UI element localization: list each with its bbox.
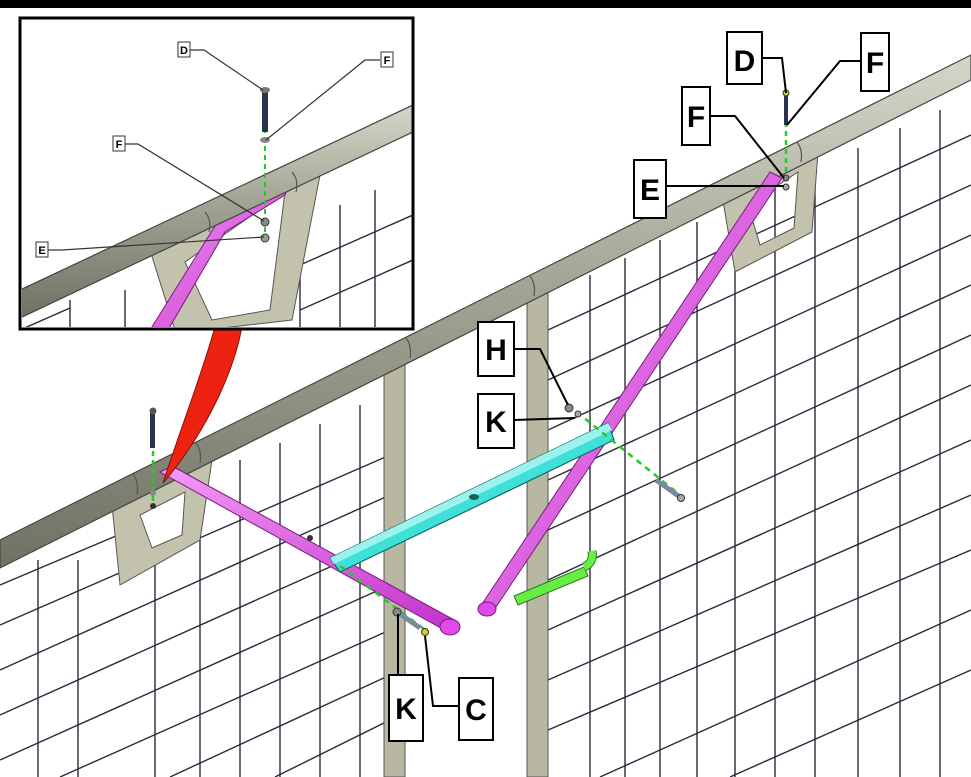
label-h: H — [485, 334, 507, 367]
hardware-crossbar-right — [564, 403, 685, 502]
label-k-lower: K — [395, 693, 417, 726]
top-frame-bar — [0, 0, 971, 8]
callout-k-lower: K — [388, 674, 424, 742]
rail-couplings — [132, 141, 803, 495]
callout-e: E — [633, 159, 667, 219]
locking-pin — [513, 550, 597, 606]
label-d-top: D — [734, 45, 756, 78]
crossbar-top-face — [330, 423, 612, 564]
inset-detail-view: D F F E — [18, 16, 415, 331]
callout-f-top: F — [860, 32, 890, 92]
hardware-left — [149, 407, 157, 509]
label-c: C — [465, 694, 487, 727]
detail-callout-ribbon — [162, 326, 243, 484]
callout-k-upper: K — [477, 393, 515, 449]
callout-h: H — [477, 321, 515, 377]
callout-c: C — [458, 677, 494, 741]
inset-label-d: D — [180, 45, 188, 57]
callout-d-top: D — [726, 31, 763, 85]
inset-label-f-left: F — [116, 139, 123, 151]
callout-f-mid: F — [681, 86, 711, 146]
right-brace-foot — [477, 601, 497, 617]
left-brace-foot — [439, 618, 461, 636]
label-e: E — [640, 174, 660, 207]
inset-label-e: E — [38, 245, 45, 257]
inset-label-f-top: F — [384, 55, 391, 67]
label-f-top: F — [866, 47, 884, 80]
label-k-upper: K — [485, 406, 507, 439]
crossbar-hole — [469, 494, 479, 500]
right-mesh-panel — [547, 110, 971, 777]
label-f-mid: F — [687, 101, 705, 134]
